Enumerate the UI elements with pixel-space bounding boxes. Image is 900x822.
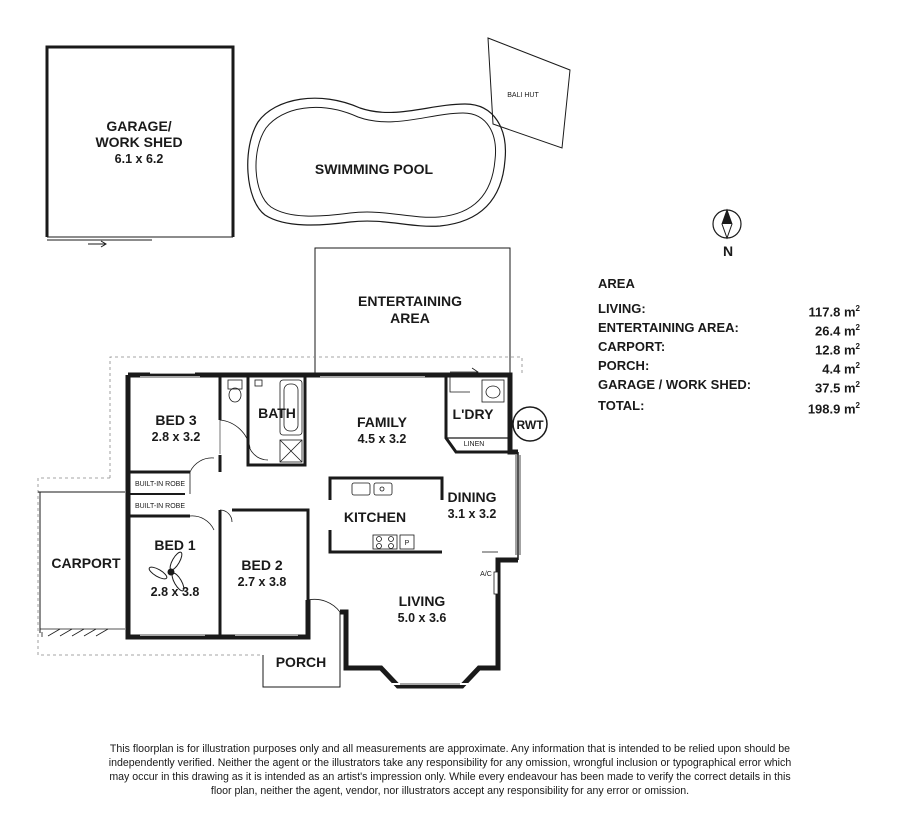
garage-label-line1: GARAGE/ xyxy=(106,118,171,134)
area-row-living: LIVING: 117.8 m2 xyxy=(598,299,860,320)
entertaining-label-line2: AREA xyxy=(390,310,430,326)
bali-hut-label: BALI HUT xyxy=(507,92,539,99)
bed1-size: 2.8 x 3.8 xyxy=(151,585,200,599)
kitchen-label: KITCHEN xyxy=(344,509,406,525)
porch-label: PORCH xyxy=(276,654,327,670)
door-swings xyxy=(189,419,341,613)
bed3-label: BED 3 xyxy=(155,412,196,428)
pantry-label: P xyxy=(405,540,410,547)
ceiling-fan-icon xyxy=(148,551,185,592)
garage-size: 6.1 x 6.2 xyxy=(115,152,164,166)
bali-hut: BALI HUT xyxy=(487,37,571,149)
bathroom-fixtures xyxy=(227,379,303,463)
living-label: LIVING xyxy=(399,593,446,609)
bed2-size: 2.7 x 3.8 xyxy=(238,575,287,589)
area-row-carport: CARPORT: 12.8 m2 xyxy=(598,337,860,358)
area-row-value: 117.8 m2 xyxy=(808,304,860,320)
compass-north-label: N xyxy=(723,243,733,259)
laundry-fixtures xyxy=(446,367,510,439)
area-row-value: 12.8 m2 xyxy=(815,342,860,358)
area-row-value: 26.4 m2 xyxy=(815,323,860,339)
disclaimer-text: This floorplan is for illustration purpo… xyxy=(108,743,792,797)
linen-label: LINEN xyxy=(464,441,485,448)
area-total-label: TOTAL: xyxy=(598,398,645,413)
ac-label: A/C xyxy=(480,571,492,578)
dining-size: 3.1 x 3.2 xyxy=(448,507,497,521)
area-total-value: 198.9 m2 xyxy=(807,401,860,417)
area-row-value: 37.5 m2 xyxy=(815,380,860,396)
carport: CARPORT xyxy=(38,491,125,637)
rainwater-tank: RWT xyxy=(512,406,548,442)
laundry-label: L'DRY xyxy=(453,406,495,422)
area-row-total: TOTAL: 198.9 m2 xyxy=(598,396,860,417)
entertaining-area: ENTERTAINING AREA xyxy=(314,247,511,375)
compass-icon: N xyxy=(712,208,742,259)
area-row-label: CARPORT: xyxy=(598,339,666,354)
kitchen-fixtures xyxy=(351,482,499,595)
house-walls xyxy=(125,372,519,689)
area-row-entertaining: ENTERTAINING AREA: 26.4 m2 xyxy=(598,318,860,339)
area-row-garage: GARAGE / WORK SHED: 37.5 m2 xyxy=(598,375,860,396)
rwt-label: RWT xyxy=(516,418,544,432)
area-row-label: ENTERTAINING AREA: xyxy=(598,320,739,335)
bath-label: BATH xyxy=(258,405,296,421)
area-row-porch: PORCH: 4.4 m2 xyxy=(598,356,860,377)
window-markings xyxy=(140,373,521,689)
entertaining-label-line1: ENTERTAINING xyxy=(358,293,462,309)
site-boundary xyxy=(37,356,523,656)
carport-label: CARPORT xyxy=(51,555,121,571)
garage-label-line2: WORK SHED xyxy=(95,134,182,150)
robe-label-1: BUILT-IN ROBE xyxy=(135,481,185,488)
robe-label-2: BUILT-IN ROBE xyxy=(135,503,185,510)
dining-label: DINING xyxy=(448,489,497,505)
area-title: AREA xyxy=(598,276,635,291)
garage-work-shed: GARAGE/ WORK SHED 6.1 x 6.2 xyxy=(45,45,235,248)
area-row-value: 4.4 m2 xyxy=(822,361,860,377)
area-row-label: LIVING: xyxy=(598,301,646,316)
bed3-size: 2.8 x 3.2 xyxy=(152,430,201,444)
living-size: 5.0 x 3.6 xyxy=(398,611,447,625)
swimming-pool: SWIMMING POOL xyxy=(247,97,507,227)
family-size: 4.5 x 3.2 xyxy=(358,432,407,446)
bed1-label: BED 1 xyxy=(154,537,195,553)
area-row-label: PORCH: xyxy=(598,358,650,373)
pool-label: SWIMMING POOL xyxy=(315,161,434,177)
family-label: FAMILY xyxy=(357,414,408,430)
area-summary-table: AREA LIVING: 117.8 m2 ENTERTAINING AREA:… xyxy=(598,276,860,417)
area-row-label: GARAGE / WORK SHED: xyxy=(598,377,752,392)
bed2-label: BED 2 xyxy=(241,557,282,573)
